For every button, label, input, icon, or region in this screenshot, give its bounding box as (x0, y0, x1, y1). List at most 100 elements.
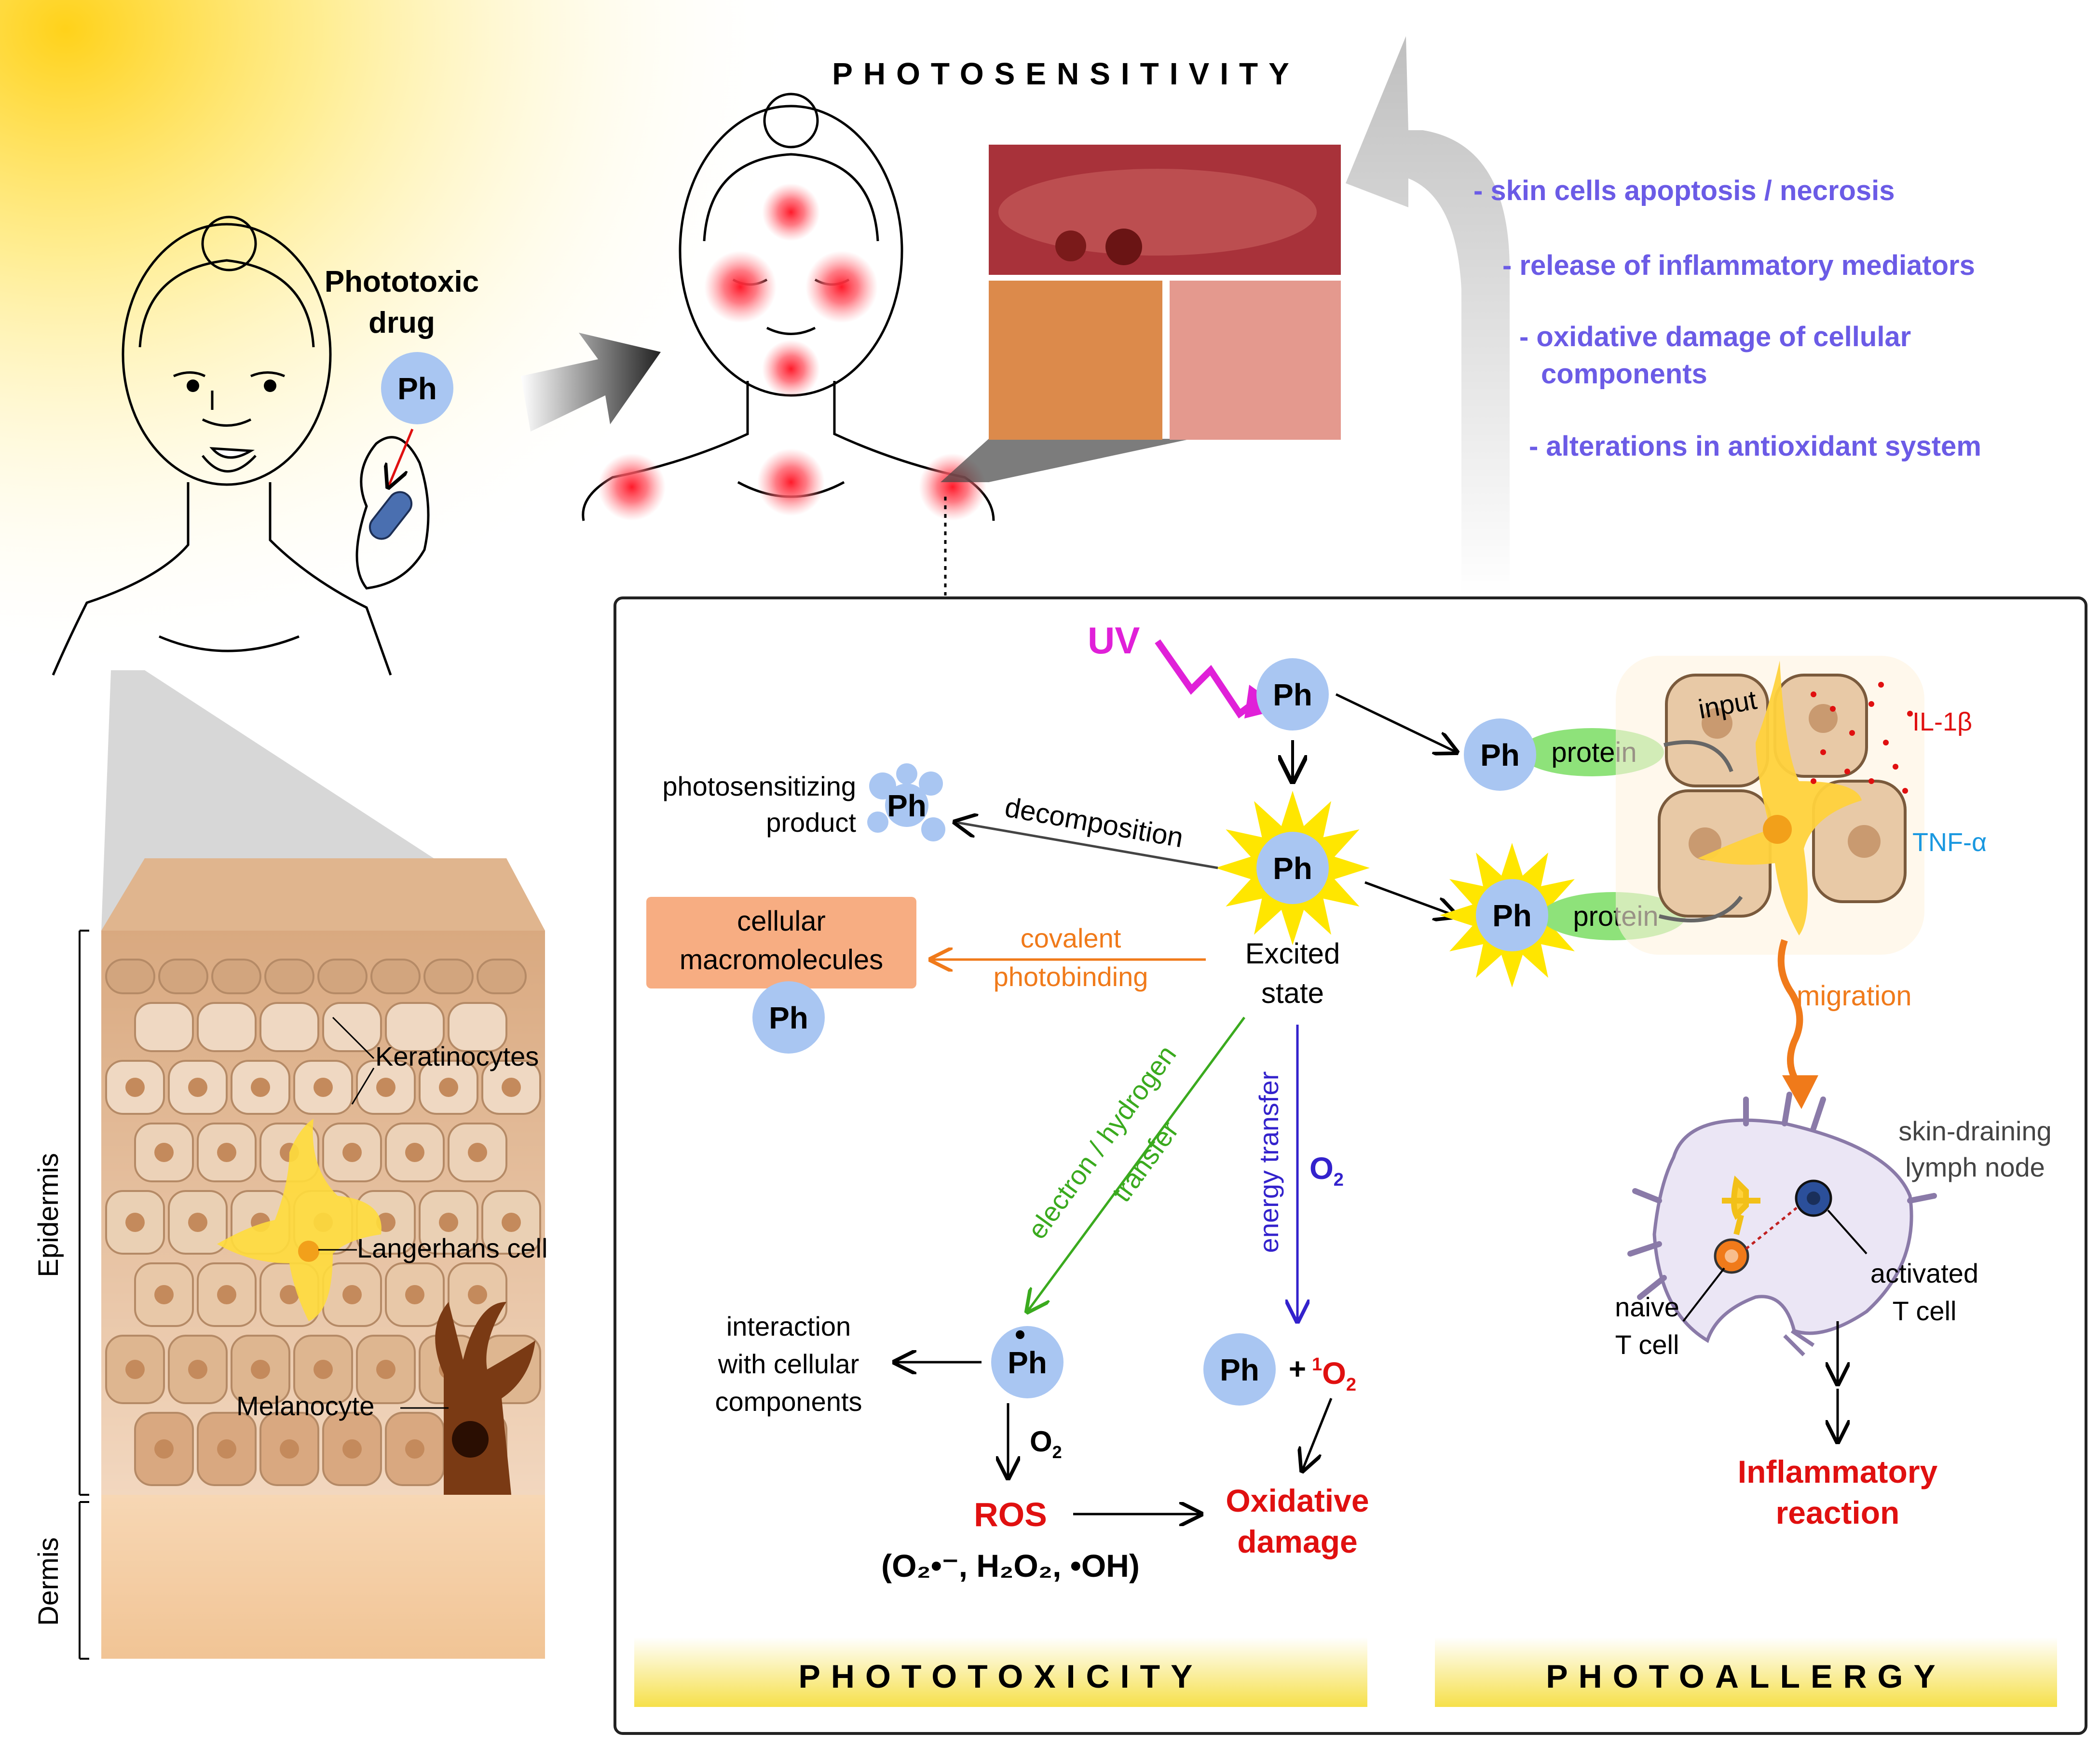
ph-radical-label: Ph (1008, 1345, 1047, 1380)
cell-nucleus (502, 1078, 521, 1097)
cytokine-dot (1907, 711, 1913, 717)
cell-nucleus (342, 1143, 362, 1162)
phototoxicity-banner (634, 1637, 1367, 1707)
woman-face-icon (52, 216, 430, 676)
cell-nucleus (154, 1143, 174, 1162)
oxidative-line2: damage (1237, 1524, 1357, 1559)
cell-nucleus (217, 1439, 236, 1459)
ph-singlet (1203, 1333, 1276, 1406)
ph-ground-label: Ph (1273, 677, 1312, 712)
interaction-line3: components (715, 1386, 862, 1417)
cytokine-dots (1811, 682, 1913, 794)
lymph-node-icon (1627, 1092, 1937, 1356)
photoproduct-ph: Ph (887, 788, 927, 823)
singlet-o2: 1O2 (1312, 1354, 1356, 1395)
cell-nucleus (405, 1439, 424, 1459)
naive-line1: naive (1615, 1292, 1679, 1322)
cell-nucleus (314, 1078, 333, 1097)
ph-excited-label: Ph (1273, 851, 1312, 886)
ph-bound (752, 981, 825, 1054)
photoproduct-splat (867, 763, 945, 841)
effect-3: - oxidative damage of cellular (1519, 321, 1911, 352)
cell-nucleus (280, 1439, 299, 1459)
singlet-plus: + (1289, 1353, 1306, 1386)
cytokine-dot (1820, 749, 1826, 755)
oxidative-line1: Oxidative (1226, 1483, 1369, 1518)
keratinocytes-label: Keratinocytes (375, 1041, 539, 1071)
cell-nucleus (125, 1213, 145, 1232)
ph-hapten-1 (1464, 718, 1536, 791)
cell-nucleus (280, 1285, 299, 1304)
covalent-line1: covalent (1021, 923, 1121, 953)
cell-nucleus (188, 1360, 207, 1379)
skin-photo-icon (989, 145, 1341, 440)
zoom-cone-photos (941, 439, 1191, 482)
keratinocyte-cell (211, 959, 261, 994)
radical-dot (1016, 1330, 1024, 1339)
activated-line1: activated (1870, 1258, 1978, 1288)
cell-nucleus (405, 1143, 424, 1162)
cell-nucleus (314, 1360, 333, 1379)
ph-radical (991, 1326, 1064, 1398)
macro-line2: macromolecules (680, 944, 883, 975)
red-spots (598, 183, 986, 521)
cytokine-dot (1811, 778, 1816, 784)
inflam-line2: reaction (1776, 1495, 1900, 1530)
photoallergy-label: PHOTOALLERGY (1546, 1658, 1946, 1695)
tnfa-label: TNF-α (1912, 828, 1987, 857)
cell-nucleus (468, 1143, 487, 1162)
excited-line1: Excited (1245, 937, 1340, 970)
ph-singlet-label: Ph (1220, 1353, 1259, 1387)
interaction-line2: with cellular (718, 1349, 859, 1379)
keratinocyte-cell (134, 1002, 194, 1052)
cytokine-dot (1893, 764, 1898, 770)
keratinocyte-cell (259, 1002, 319, 1052)
macro-line1: cellular (737, 906, 826, 937)
cell-nucleus (502, 1213, 521, 1232)
effect-4: - alterations in antioxidant system (1529, 431, 1981, 462)
cell-nucleus (439, 1213, 458, 1232)
cell-nucleus (376, 1078, 395, 1097)
covalent-line2: photobinding (994, 961, 1148, 992)
melanocyte-label: Melanocyte (236, 1391, 374, 1421)
cell-nucleus (251, 1360, 270, 1379)
cell-nucleus (188, 1213, 207, 1232)
cell-nucleus (154, 1439, 174, 1459)
interaction-line1: interaction (726, 1311, 851, 1341)
cell-nucleus (342, 1285, 362, 1304)
keratinocyte-cell (264, 959, 314, 994)
keratinocyte-cell (322, 1002, 382, 1052)
keratinocyte-cell (370, 959, 421, 994)
pill-icon (368, 491, 413, 540)
cytokine-dot (1868, 701, 1874, 707)
ph-ground (1256, 658, 1329, 731)
keratinocyte-cell (448, 1002, 507, 1052)
photoallergy-banner (1435, 1637, 2057, 1707)
cell-nucleus (376, 1360, 395, 1379)
macromolecules-box (646, 897, 916, 988)
cell-nucleus (188, 1078, 207, 1097)
effect-3b: components (1541, 358, 1707, 390)
ros-label: ROS (974, 1496, 1047, 1533)
arrow-right-icon (521, 333, 661, 432)
dendritic-cell-icon (1616, 656, 1924, 955)
cell-nucleus (342, 1439, 362, 1459)
effect-1: - skin cells apoptosis / necrosis (1473, 175, 1895, 206)
epidermis-label: Epidermis (33, 1153, 64, 1277)
cell-nucleus (217, 1143, 236, 1162)
cell-nucleus (405, 1285, 424, 1304)
o2-energy: O2 (1309, 1151, 1344, 1190)
drug-arrow (388, 429, 414, 487)
cytokine-dot (1883, 740, 1889, 745)
migration-arrow (1777, 939, 1803, 1087)
excited-line2: state (1261, 977, 1324, 1009)
drug-ph-symbol: Ph (397, 371, 437, 406)
drug-label-line2: drug (368, 306, 435, 339)
cell-nucleus (468, 1285, 487, 1304)
cell-nucleus (125, 1360, 145, 1379)
drug-ph-badge (381, 352, 453, 424)
ph-bound-label: Ph (769, 1001, 808, 1035)
photoproduct-line2: product (766, 807, 856, 838)
ph-hapten-2-label: Ph (1492, 898, 1532, 933)
